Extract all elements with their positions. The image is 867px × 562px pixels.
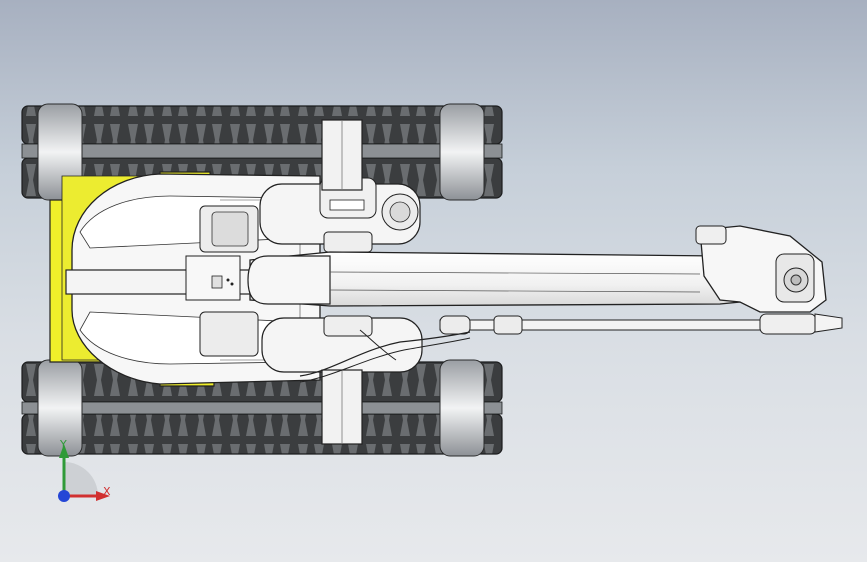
upper-front-wheel (439, 103, 485, 201)
axle-shaft[interactable] (321, 119, 363, 445)
center-support-bar[interactable] (65, 255, 267, 301)
wrist-gripper[interactable] (695, 225, 827, 313)
lower-track-gap (21, 401, 503, 415)
x-axis-label: X (103, 485, 111, 498)
y-axis-label: Y (60, 438, 67, 451)
triad-graphic (58, 444, 110, 502)
upper-track-gap (21, 143, 503, 159)
lower-front-wheel (439, 359, 485, 457)
cable-bundle (299, 329, 471, 383)
upper-track-outer (21, 105, 503, 145)
coordinate-triad: X Y (40, 432, 120, 512)
z-axis-dot (58, 490, 70, 502)
manipulator-arm[interactable] (247, 251, 741, 307)
linkage-rod[interactable] (439, 313, 843, 335)
